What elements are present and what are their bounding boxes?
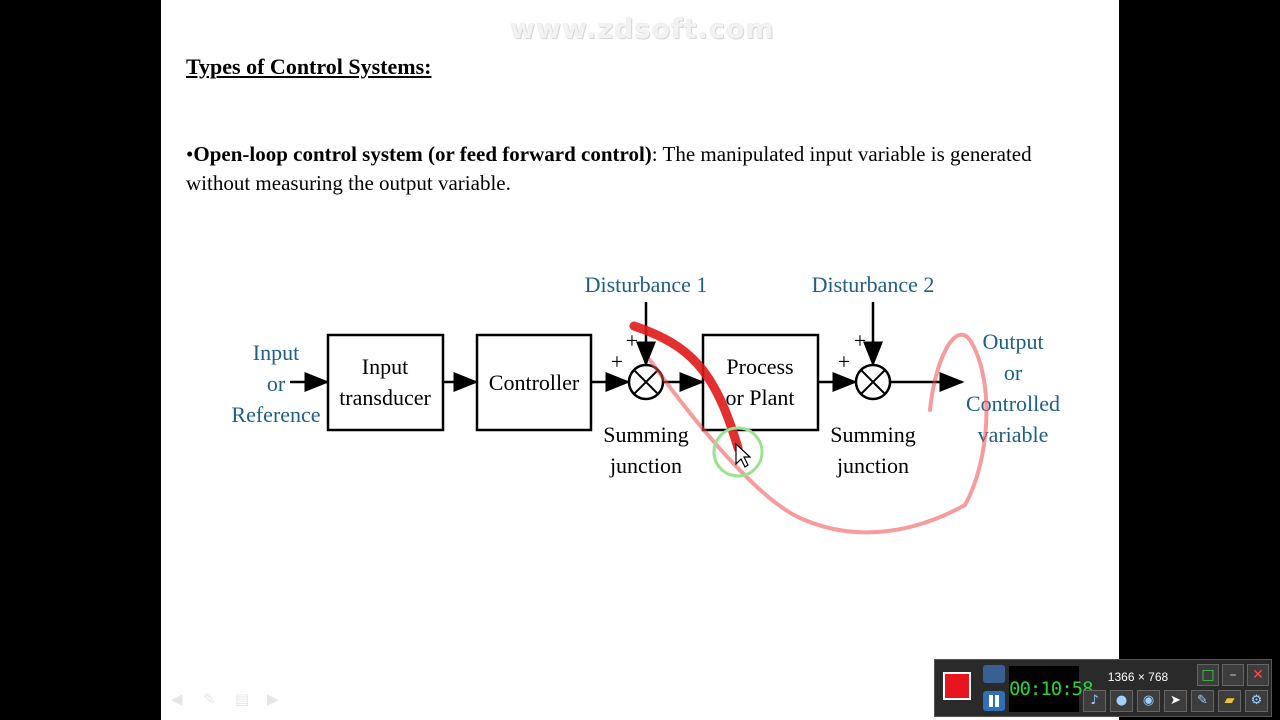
speaker-icon[interactable]: ♪: [1083, 690, 1106, 712]
bullet-term: Open-loop control system (or feed forwar…: [193, 142, 652, 166]
folder-icon[interactable]: ▰: [1218, 690, 1241, 712]
pause-button[interactable]: [983, 691, 1005, 711]
microphone-icon[interactable]: ●: [1110, 690, 1133, 712]
slide-title: Types of Control Systems:: [186, 54, 432, 79]
output-label-line4: variable: [978, 422, 1049, 447]
settings-icon[interactable]: ⚙: [1245, 690, 1268, 712]
block3-line1: Process: [726, 354, 793, 379]
prev-slide-icon[interactable]: ◀: [171, 690, 183, 708]
summing-2-label-line1: Summing: [830, 422, 916, 447]
block-input-transducer: [326, 333, 445, 432]
input-label-line1: Input: [253, 340, 299, 365]
recording-timer: 00:10:58: [1009, 666, 1094, 712]
screen-recorder-toolbar: 00:10:58 1366 × 768 □ – ✕ ♪ ● ◉ ➤ ✎ ▰ ⚙: [934, 659, 1272, 717]
input-label-line3: Reference: [231, 402, 320, 427]
output-label-line1: Output: [982, 329, 1043, 354]
stop-record-button[interactable]: [943, 672, 971, 700]
bullet-mark: •: [186, 142, 194, 166]
cursor-icon[interactable]: ➤: [1164, 690, 1187, 712]
summing-1-label-line2: junction: [609, 453, 682, 478]
output-label-line2: or: [1004, 360, 1023, 385]
output-label-line3: Controlled: [966, 391, 1060, 416]
recorder-tools: ♪ ● ◉ ➤ ✎ ▰ ⚙: [1083, 690, 1268, 712]
plus-sign-1b: +: [626, 328, 638, 353]
block-process-plant: [701, 333, 820, 432]
bullet-paragraph: •Open-loop control system (or feed forwa…: [186, 140, 1086, 198]
next-slide-icon[interactable]: ▶: [267, 690, 279, 708]
maximize-icon[interactable]: □: [1197, 664, 1219, 686]
slide-nav-bar: ◀ ✎ ▤ ▶: [171, 690, 285, 708]
plus-sign-2b: +: [854, 328, 866, 353]
close-icon[interactable]: ✕: [1247, 664, 1269, 686]
input-label-line2: or: [267, 371, 286, 396]
pen-annotation-stroke: [629, 321, 743, 453]
block2-label: Controller: [489, 370, 580, 395]
block1-line1: Input: [362, 354, 408, 379]
mouse-cursor-icon: [735, 442, 752, 468]
block1-line2: transducer: [339, 385, 431, 410]
watermark: www.zdsoft.com: [510, 14, 775, 45]
cursor-highlight-ring: [712, 426, 764, 478]
summing-2-label-line2: junction: [836, 453, 909, 478]
webcam-icon[interactable]: ◉: [1137, 690, 1160, 712]
open-loop-block-diagram: Input or Reference Input transducer Cont…: [231, 272, 1060, 535]
disturbance-1-label: Disturbance 1: [585, 272, 708, 297]
slide: www.zdsoft.com Types of Control Systems:…: [161, 0, 1119, 720]
block3-line2: or Plant: [725, 385, 794, 410]
pen-tool-icon[interactable]: ✎: [203, 690, 216, 708]
plus-sign-1a: +: [611, 349, 623, 374]
camera-icon[interactable]: [983, 665, 1005, 683]
plus-sign-2a: +: [838, 349, 850, 374]
pen-icon[interactable]: ✎: [1191, 690, 1214, 712]
minimize-icon[interactable]: –: [1222, 664, 1244, 686]
recording-resolution: 1366 × 768: [1107, 670, 1169, 684]
pen-annotation-loop: [648, 332, 989, 535]
disturbance-2-label: Disturbance 2: [812, 272, 935, 297]
summing-1-label-line1: Summing: [603, 422, 689, 447]
block-controller: [475, 333, 593, 432]
slide-menu-icon[interactable]: ▤: [235, 690, 250, 708]
bullet-text: : The manipulated input variable is gene…: [186, 142, 1032, 195]
